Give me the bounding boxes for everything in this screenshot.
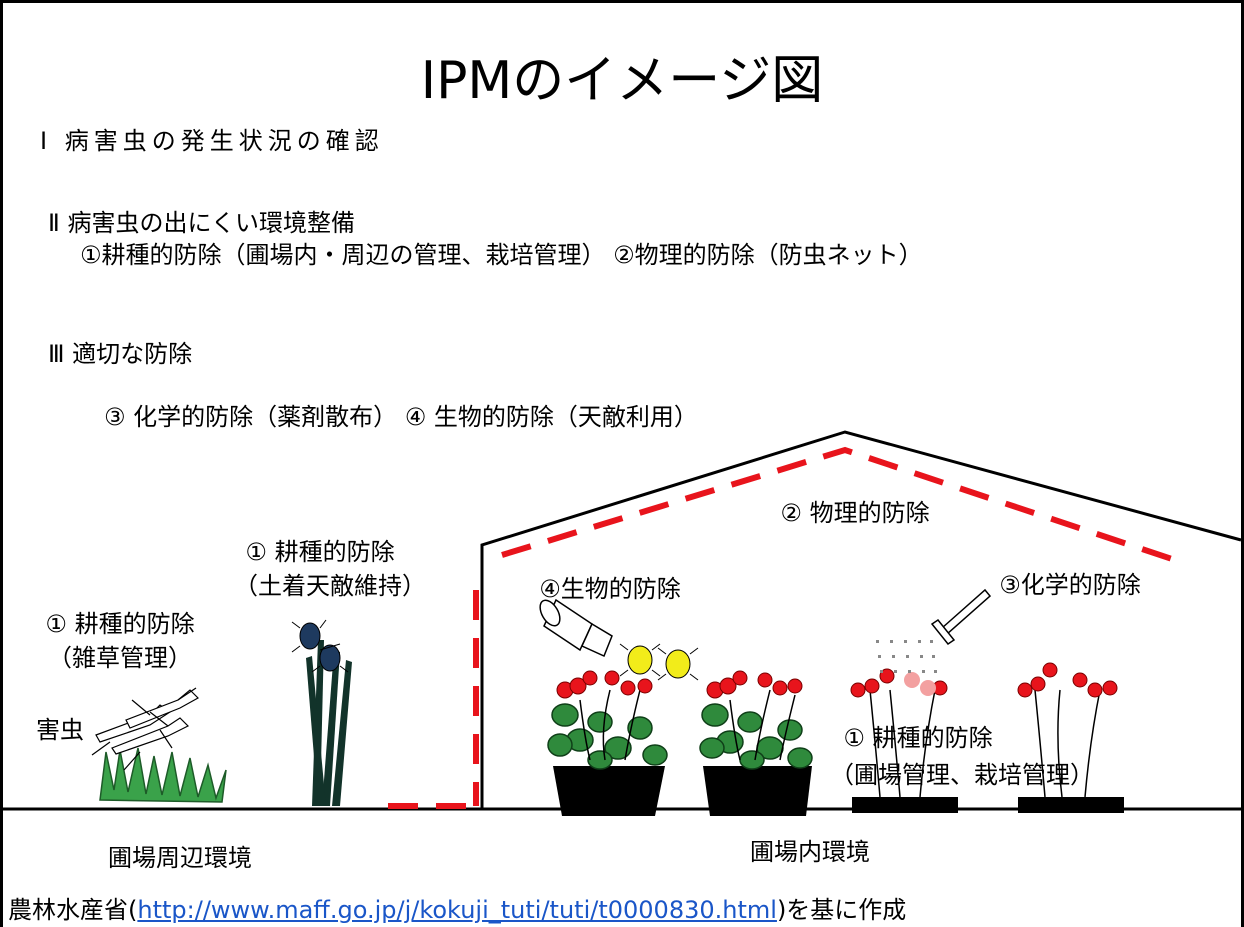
strawberries — [556, 662, 1118, 699]
predatory-insects — [619, 643, 699, 681]
strawberry-stems — [579, 689, 1101, 798]
step-1-heading: Ⅰ 病害虫の発生状況の確認 — [40, 127, 384, 155]
strawberry-leaves — [547, 703, 813, 770]
inside-field-label: 圃場内環境 — [750, 838, 870, 866]
pot-3 — [852, 797, 958, 813]
pest-label: 害虫 — [36, 716, 84, 744]
spray-mist — [876, 640, 937, 673]
source-suffix: )を基に作成 — [776, 896, 907, 924]
source-link[interactable]: http://www.maff.go.jp/j/kokuji_tuti/tuti… — [137, 896, 777, 924]
sprayed-berries — [904, 672, 936, 696]
step-3-detail: ③ 化学的防除（薬剤散布） ④ 生物的防除（天敵利用） — [104, 403, 698, 431]
chemical-control-label: ③化学的防除 — [999, 571, 1141, 599]
physical-control-label: ② 物理的防除 — [780, 499, 930, 527]
pot-1 — [553, 766, 665, 816]
step-3-heading: Ⅲ 適切な防除 — [48, 340, 193, 368]
weed-management-label-line1: ① 耕種的防除 — [45, 610, 195, 638]
pest-insects — [91, 687, 199, 771]
step-2-heading: Ⅱ 病害虫の出にくい環境整備 — [48, 209, 355, 237]
insect-net — [388, 446, 1176, 809]
native-enemy-label-line1: ① 耕種的防除 — [245, 538, 395, 566]
weed-management-label-line2: （雑草管理） — [48, 644, 192, 672]
roof-net-line — [501, 446, 1176, 563]
sprayer-icon — [930, 588, 992, 646]
source-citation: 農林水産省(http://www.maff.go.jp/j/kokuji_tut… — [8, 890, 906, 925]
plant-pots — [553, 766, 1124, 816]
ground-beetles — [291, 619, 349, 673]
cultural-control-label-line1: ① 耕種的防除 — [843, 724, 993, 752]
weeds — [99, 747, 227, 803]
pot-2 — [703, 766, 812, 816]
pot-4 — [1018, 797, 1124, 813]
greenhouse-outline — [480, 430, 1242, 809]
slide-title: IPMのイメージ図 — [420, 51, 824, 111]
step-2-detail: ①耕種的防除（圃場内・周辺の管理、栽培管理） ②物理的防除（防虫ネット） — [80, 241, 923, 269]
native-enemy-label-line2: （土着天敵維持） — [234, 572, 426, 600]
ground-cover-stalks — [306, 640, 352, 806]
source-prefix: 農林水産省( — [8, 896, 138, 924]
cultural-control-label-line2: （圃場管理、栽培管理） — [830, 761, 1094, 789]
outside-field-label: 圃場周辺環境 — [108, 844, 252, 872]
biological-control-label: ④生物的防除 — [539, 575, 681, 603]
natural-enemy-container-icon — [539, 598, 613, 658]
